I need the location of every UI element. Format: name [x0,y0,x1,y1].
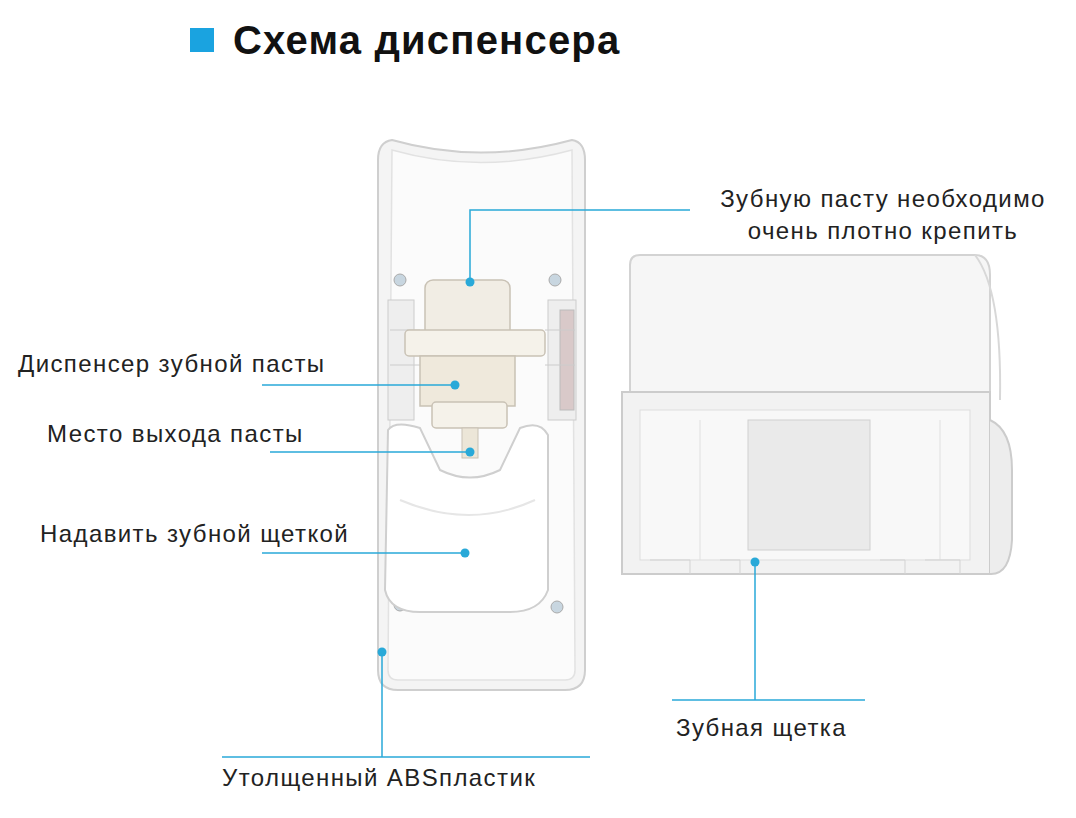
leader-lines [222,210,865,757]
leader-dots [378,278,760,657]
part-label: Зубная щетка [676,712,847,744]
callout-note: Зубную пасту необходимо очень плотно кре… [700,183,1066,247]
diagram-title: Схема диспенсера [233,16,620,64]
part-label: Диспенсер зубной пасты [18,348,325,380]
dispenser-body [378,140,585,690]
part-label: Надавить зубной щеткой [40,518,349,550]
toothbrush-holder [622,255,1012,574]
title-marker [190,28,214,52]
part-label: Место выхода пасты [47,418,304,450]
material-label: Утолщенный ABSпластик [222,762,536,794]
